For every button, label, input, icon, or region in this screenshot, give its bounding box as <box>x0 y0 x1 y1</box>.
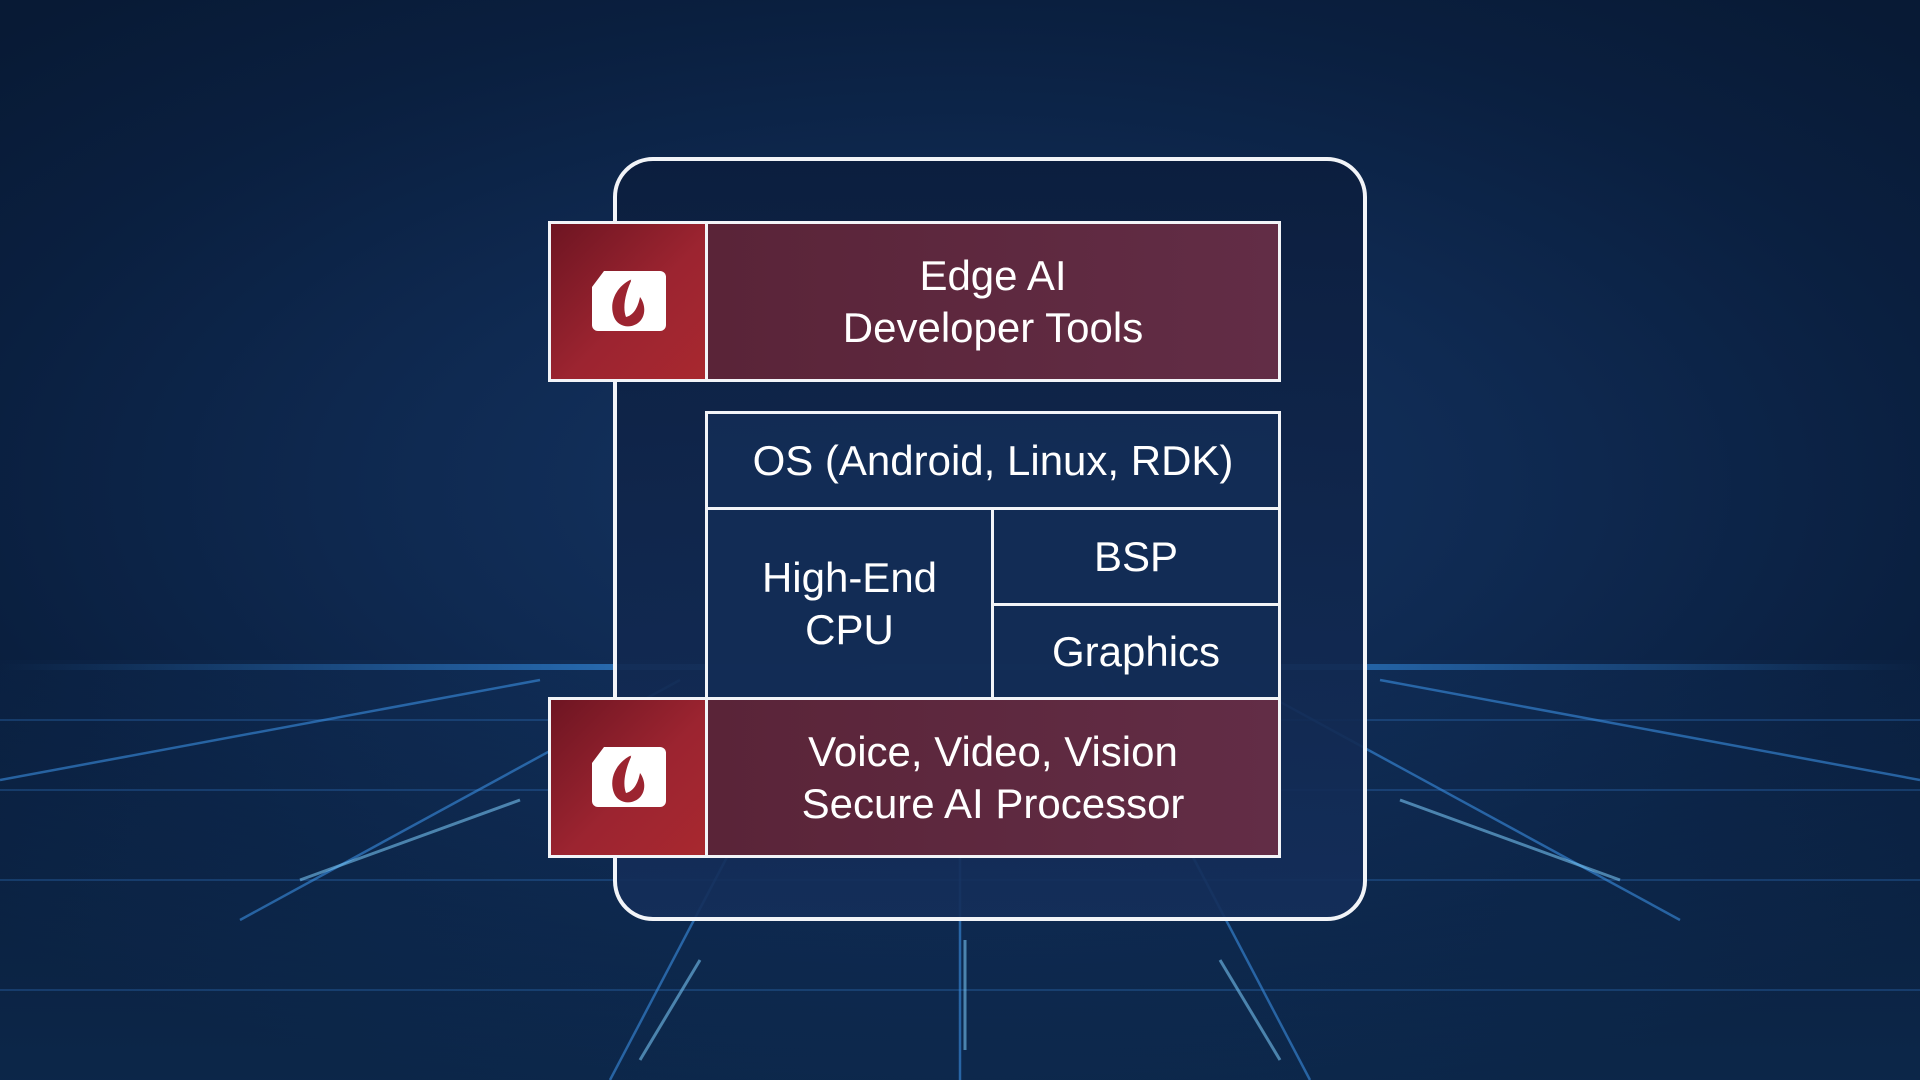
processor-label-line2: Secure AI Processor <box>801 779 1185 827</box>
graphics-label: Graphics <box>1051 627 1221 675</box>
processor-label-line1: Voice, Video, Vision <box>808 727 1178 775</box>
cpu-label-line2: CPU <box>805 605 894 653</box>
edge-ai-label-line2: Developer Tools <box>842 303 1144 351</box>
bsp-label: BSP <box>1093 532 1179 580</box>
cpu-label-line1: High-End <box>761 553 938 601</box>
os-label: OS (Android, Linux, RDK) <box>752 436 1234 484</box>
edge-ai-developer-tools-block: Edge AI Developer Tools <box>705 221 1281 382</box>
graphics-block: Graphics <box>991 603 1281 700</box>
os-block: OS (Android, Linux, RDK) <box>705 411 1281 510</box>
secure-ai-processor-block: Voice, Video, Vision Secure AI Processor <box>705 697 1281 858</box>
high-end-cpu-block: High-End CPU <box>705 507 994 700</box>
edge-ai-label-line1: Edge AI <box>919 251 1067 299</box>
top-logo-tile <box>548 221 708 382</box>
bsp-block: BSP <box>991 507 1281 606</box>
brand-logo-icon <box>592 270 666 331</box>
bottom-logo-tile <box>548 697 708 858</box>
brand-logo-icon <box>592 746 666 807</box>
